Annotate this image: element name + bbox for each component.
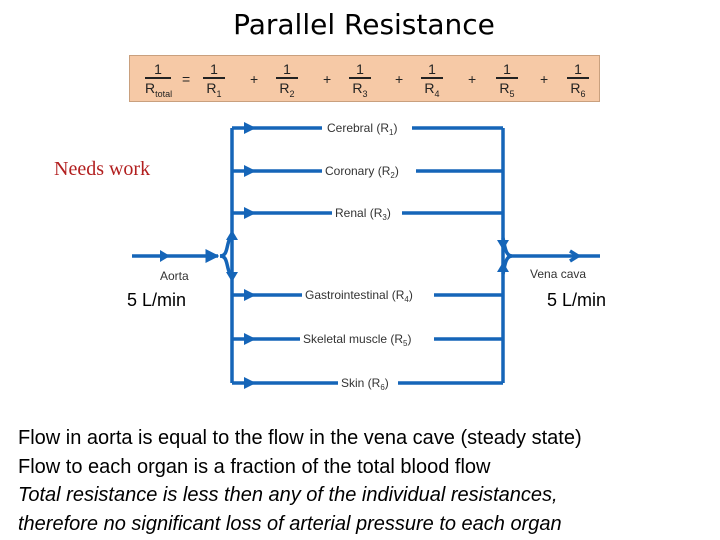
flow-in-label: 5 L/min [127,290,187,310]
formula-subscript: 3 [362,88,368,99]
formula-term-4: 1 R4 [421,61,443,102]
diagram-panel [208,120,526,390]
up-arrow-icon [226,230,238,240]
formula-numerator: 1 [210,61,218,77]
formula-denominator: R [145,79,156,96]
formula-numerator: 1 [356,61,364,77]
formula-subscript: 6 [580,88,586,99]
formula-term-5: 1 R5 [496,61,518,102]
formula-numerator: 1 [283,61,291,77]
formula-equals: = [182,71,191,87]
needs-work-note: Needs work [54,158,151,180]
aorta-label: Aorta [160,269,189,283]
renal-arrow-icon [244,207,256,219]
organ-label-skin: Skin (R6) [341,376,389,392]
down-merge-arrow-icon [497,262,509,272]
organ-label-gastrointestinal: Gastrointestinal (R4) [305,288,413,304]
formula-numerator: 1 [154,61,162,77]
text-line: Flow in aorta is equal to the flow in th… [18,427,582,449]
formula-lhs-fraction: 1 Rtotal [145,61,173,102]
formula-subscript: total [155,88,173,99]
formula-plus: + [250,71,259,87]
organ-label-renal: Renal (R3) [335,206,391,222]
formula-numerator: 1 [574,61,582,77]
formula-term-1: 1 R1 [203,61,225,102]
parallel-resistance-formula: 1 Rtotal = 1 R1 + 1 R2 + 1 R3 + 1 R4 + 1… [129,55,600,102]
vena-cava-label: Vena cava [530,267,586,281]
branch-down-curve [219,254,232,275]
formula-term-3: 1 R3 [349,61,371,102]
skeletal-muscle-arrow-icon [244,333,256,345]
text-line: Flow to each organ is a fraction of the … [18,455,491,478]
formula-term-6: 1 R6 [567,61,589,102]
skin-arrow-icon [244,377,256,389]
flow-out-label: 5 L/min [547,290,607,310]
text-line: therefore no significant loss of arteria… [18,512,562,535]
up-merge-arrow-icon [497,240,509,250]
formula-subscript: 2 [289,88,295,99]
down-arrow-icon [226,272,238,282]
formula-plus: + [395,71,404,87]
formula-plus: + [540,71,549,87]
slide-title: Parallel Resistance [233,8,495,41]
text-line: Total resistance is less then any of the… [18,484,558,506]
formula-plus: + [323,71,332,87]
formula-numerator: 1 [428,61,436,77]
organ-label-cerebral: Cerebral (R1) [327,121,397,137]
organ-label-coronary: Coronary (R2) [325,164,399,180]
formula-subscript: 5 [509,88,515,99]
cerebral-arrow-icon [244,122,256,134]
formula-numerator: 1 [503,61,511,77]
formula-plus: + [468,71,477,87]
formula-term-2: 1 R2 [276,61,298,102]
formula-denominator: R [424,79,435,96]
formula-denominator: R [570,79,581,96]
formula-denominator: R [206,79,217,96]
gastrointestinal-arrow-icon [244,289,256,301]
organ-label-skeletal-muscle: Skeletal muscle (R5) [303,332,412,348]
explanation-text: Flow in aorta is equal to the flow in th… [18,424,718,538]
formula-denominator: R [279,79,290,96]
aorta-arrow-icon [160,250,170,262]
formula-subscript: 1 [216,88,222,99]
formula-denominator: R [499,79,510,96]
vena-cava-arrow-icon [569,249,582,263]
formula-subscript: 4 [434,88,440,99]
coronary-arrow-icon [244,165,256,177]
formula-denominator: R [352,79,363,96]
